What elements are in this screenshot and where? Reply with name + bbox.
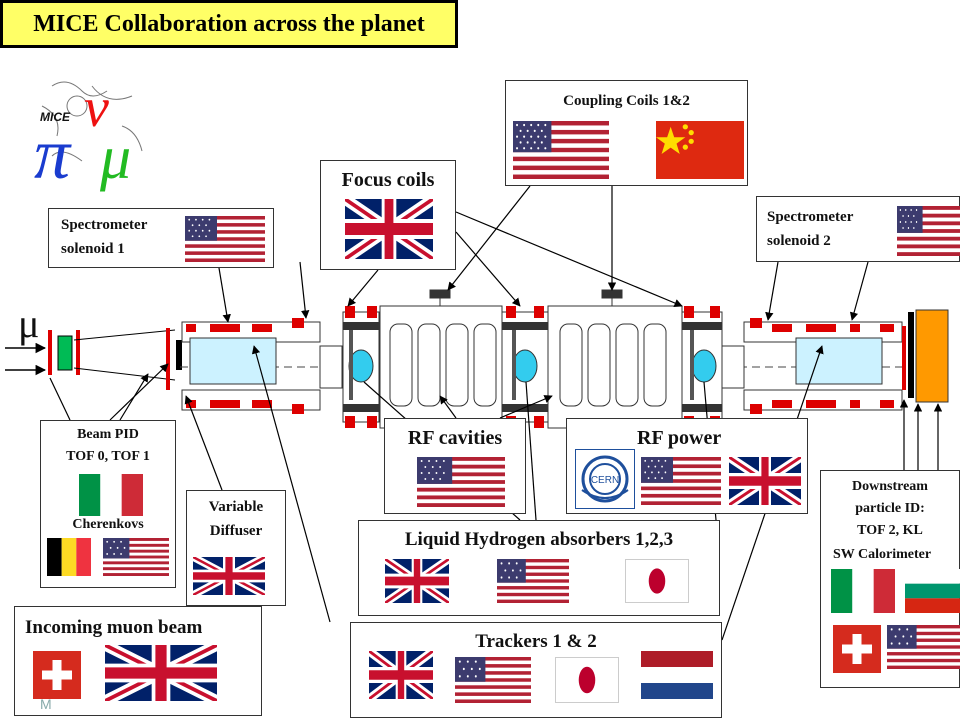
trackers-box: Trackers 1 & 2 <box>350 622 722 718</box>
rf-cavities-1 <box>379 289 503 440</box>
spectrometer-1-label-line1: Spectrometer <box>61 217 148 233</box>
lh2-absorbers-label: Liquid Hydrogen absorbers 1,2,3 <box>404 529 674 550</box>
incoming-muon-beam-box: Incoming muon beam <box>14 606 262 716</box>
spectrometer-2-label-line1: Spectrometer <box>767 209 854 225</box>
flag-usa-icon <box>185 216 265 262</box>
focus-coils-label: Focus coils <box>341 169 435 191</box>
spectrometer-solenoid-2-box: Spectrometer solenoid 2 <box>756 196 960 262</box>
downstream-label-line4: SW Calorimeter <box>833 547 932 562</box>
lh2-absorbers-box: Liquid Hydrogen absorbers 1,2,3 <box>358 520 720 616</box>
absorber-focus-module-3 <box>681 306 723 428</box>
watermark-text: M <box>40 696 52 712</box>
flag-uk-icon <box>105 645 217 701</box>
svg-text:π: π <box>34 114 72 194</box>
flag-uk-icon <box>729 457 801 505</box>
flag-usa-icon <box>417 457 505 507</box>
rf-power-label: RF power <box>637 427 722 449</box>
focus-coils-box: Focus coils <box>320 160 456 270</box>
page-title: MICE Collaboration across the planet <box>0 0 458 48</box>
svg-text:CERN: CERN <box>591 475 619 486</box>
flag-bulgaria-icon <box>905 569 960 613</box>
flag-uk-icon <box>345 199 433 259</box>
svg-text:ν: ν <box>84 77 109 139</box>
flag-switzerland-icon <box>33 651 81 699</box>
variable-diffuser-label-line2: Diffuser <box>209 523 263 539</box>
coupling-coils-label: Coupling Coils 1&2 <box>563 93 690 109</box>
flag-netherlands-icon <box>641 651 713 699</box>
cherenkov-detector <box>57 335 73 371</box>
flag-italy-icon <box>79 474 143 516</box>
flag-usa-icon <box>513 121 609 179</box>
flag-japan-icon <box>625 559 689 603</box>
rf-power-box: RF power CERN <box>566 418 808 514</box>
downstream-label-line2: particle ID: <box>855 501 925 516</box>
variable-diffuser-label-line1: Variable <box>208 499 264 515</box>
rf-cavities-box: RF cavities <box>384 418 526 514</box>
flag-belgium-icon <box>47 538 91 576</box>
flag-usa-icon <box>641 457 721 505</box>
svg-text:μ: μ <box>99 124 131 192</box>
flag-uk-icon <box>193 557 265 595</box>
muon-symbol: μ <box>18 301 40 346</box>
absorber-focus-module-2 <box>501 306 549 428</box>
absorber-focus-module-1 <box>342 306 380 428</box>
variable-diffuser-box: Variable Diffuser <box>186 490 286 606</box>
spectrometer-solenoid-2 <box>721 318 903 414</box>
flag-china-icon <box>656 121 744 179</box>
rf-cavities-label: RF cavities <box>407 427 503 449</box>
beam-pid-label-line1: Beam PID <box>77 427 139 442</box>
incoming-muon-beam-label: Incoming muon beam <box>25 617 203 638</box>
tracker-1 <box>189 337 277 385</box>
mice-logo: MICE π ν μ <box>32 66 162 196</box>
flag-usa-icon <box>897 206 960 256</box>
flag-usa-icon <box>497 559 569 603</box>
flag-italy-icon <box>831 569 895 613</box>
calorimeter <box>915 309 949 403</box>
flag-japan-icon <box>555 657 619 703</box>
beam-pid-label-line2: TOF 0, TOF 1 <box>66 449 150 464</box>
beam-pid-box: Beam PID TOF 0, TOF 1 Cherenkovs <box>40 420 176 588</box>
rf-cavities-2 <box>547 289 683 440</box>
spectrometer-2-label-line2: solenoid 2 <box>767 233 831 249</box>
flag-uk-icon <box>369 651 433 699</box>
cherenkovs-label: Cherenkovs <box>72 517 144 532</box>
flag-usa-icon <box>103 538 169 576</box>
flag-usa-icon <box>887 625 960 669</box>
downstream-label-line3: TOF 2, KL <box>857 523 923 538</box>
svg-text:MICE: MICE <box>40 110 71 124</box>
downstream-label-line1: Downstream <box>852 479 928 494</box>
trackers-label: Trackers 1 & 2 <box>475 631 597 652</box>
flag-usa-icon <box>455 657 531 703</box>
spectrometer-solenoid-1 <box>181 318 343 414</box>
spectrometer-1-label-line2: solenoid 1 <box>61 241 125 257</box>
flag-uk-icon <box>385 559 449 603</box>
tracker-2 <box>795 337 883 385</box>
downstream-pid-box: Downstream particle ID: TOF 2, KL SW Cal… <box>820 470 960 688</box>
cern-logo-icon: CERN <box>575 449 635 509</box>
coupling-coils-box: Coupling Coils 1&2 <box>505 80 748 186</box>
flag-switzerland-icon <box>833 625 881 673</box>
spectrometer-solenoid-1-box: Spectrometer solenoid 1 <box>48 208 274 268</box>
